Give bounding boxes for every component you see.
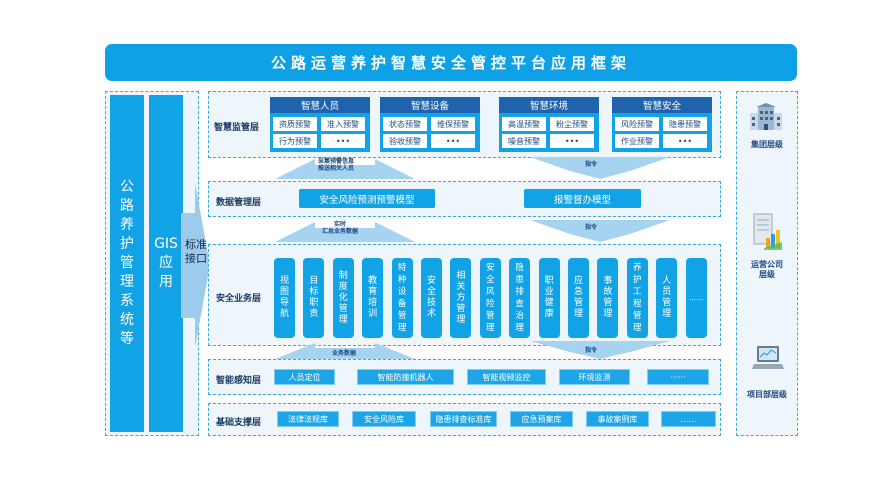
perception-item[interactable]: ······ <box>647 369 709 385</box>
data-layer-label: 数据管理层 <box>216 198 262 208</box>
right-column-frame <box>736 91 798 436</box>
business-layer-label: 安全业务层 <box>216 294 262 304</box>
business-module-label: …… <box>689 293 704 302</box>
support-library-item[interactable]: 法律法规库 <box>277 411 339 427</box>
arrow-down-3-label: 指令 <box>585 347 598 354</box>
monitor-group-title: 智慧设备 <box>380 97 480 113</box>
business-module-label: 相关方管理 <box>456 270 466 325</box>
arrow-up-3-label: 业务数据 <box>332 350 357 357</box>
business-module-card[interactable]: 应急管理 <box>568 258 589 338</box>
perception-item[interactable]: 智能视频监控 <box>467 369 546 385</box>
business-module-label: 养护工程管理 <box>633 263 642 333</box>
business-module-card[interactable]: 安全风险管理 <box>479 258 501 338</box>
perception-item[interactable]: 环境监测 <box>559 369 630 385</box>
support-layer-label: 基础支撑层 <box>216 418 262 428</box>
standard-interface-arrow <box>181 183 210 348</box>
business-module-label: 安全风险管理 <box>486 263 495 333</box>
business-module-card[interactable]: 事故管理 <box>597 258 619 338</box>
business-module-card[interactable]: 安全技术 <box>421 258 442 338</box>
perception-item[interactable]: 智能防撞机器人 <box>357 369 454 385</box>
business-module-card[interactable]: 职业健康 <box>538 258 560 338</box>
support-library-item[interactable]: 事故案例库 <box>586 411 649 427</box>
maintenance-system-label: 公路养护管理系统等 <box>120 179 134 347</box>
business-module-label: 人员管理 <box>662 276 672 319</box>
monitor-alert-item[interactable]: ••• <box>321 134 365 148</box>
support-library-item[interactable]: …… <box>661 411 716 427</box>
monitor-alert-item[interactable]: 高温预警 <box>502 117 546 131</box>
monitor-group-title: 智慧人员 <box>270 97 370 113</box>
business-module-label: 隐患排查治理 <box>515 263 524 333</box>
business-module-card[interactable]: 制度化管理 <box>332 258 354 338</box>
group-building-icon <box>750 103 782 130</box>
company-report-icon <box>753 213 782 250</box>
alarm-model-button[interactable]: 报警督办模型 <box>524 189 641 208</box>
monitor-alert-item[interactable]: 行为预警 <box>273 134 317 148</box>
perception-item[interactable]: 人员定位 <box>274 369 335 385</box>
monitor-layer-label: 智慧监管层 <box>214 123 260 133</box>
arrow-down-1-label: 指令 <box>585 161 598 168</box>
monitor-alert-item[interactable]: 作业预警 <box>615 134 659 148</box>
business-module-card[interactable]: 目标职责 <box>303 258 325 338</box>
arrow-up-1-label: 采集预警信息推送相关人员 <box>318 158 355 172</box>
arrow-down-1 <box>530 157 670 179</box>
monitor-alert-item[interactable]: ••• <box>431 134 475 148</box>
business-module-card[interactable]: 隐患排查治理 <box>509 258 531 338</box>
monitor-alert-item[interactable]: 状态预警 <box>383 117 427 131</box>
business-module-label: 应急管理 <box>573 276 583 319</box>
monitor-alert-item[interactable]: 隐患预警 <box>663 117 707 131</box>
arrow-up-2-label: 实时汇总业务数据 <box>322 221 359 235</box>
business-module-card[interactable]: 相关方管理 <box>450 258 472 338</box>
arrow-up-2 <box>275 222 415 242</box>
business-module-label: 目标职责 <box>309 276 319 319</box>
monitor-alert-item[interactable]: 准入预警 <box>321 117 365 131</box>
business-module-label: 特种设备管理 <box>397 263 407 333</box>
business-module-label: 视图导航 <box>279 276 289 319</box>
business-module-card[interactable]: 养护工程管理 <box>626 258 648 338</box>
company-level-label: 运营公司层级 <box>751 260 783 279</box>
arrow-down-2-label: 指令 <box>585 224 598 231</box>
monitor-group-title: 智慧安全 <box>612 97 712 113</box>
monitor-alert-item[interactable]: 风险预警 <box>615 117 659 131</box>
maintenance-system-block: 公路养护管理系统等 <box>110 95 144 432</box>
standard-interface-label: 标准接口 <box>185 238 207 265</box>
business-module-card[interactable]: 视图导航 <box>274 258 295 338</box>
data-layer-frame <box>208 181 721 217</box>
business-module-label: 安全技术 <box>426 276 436 319</box>
monitor-alert-item[interactable]: 验收预警 <box>383 134 427 148</box>
monitor-group-title: 智慧环境 <box>499 97 599 113</box>
business-module-label: 职业健康 <box>544 276 554 319</box>
monitor-alert-item[interactable]: ••• <box>663 134 707 148</box>
monitor-alert-item[interactable]: ••• <box>550 134 594 148</box>
arrow-down-2 <box>530 220 670 242</box>
business-module-card[interactable]: 人员管理 <box>656 258 678 338</box>
arrow-up-1 <box>275 159 415 179</box>
project-level-label: 项目部层级 <box>747 390 787 399</box>
monitor-alert-item[interactable]: 维保预警 <box>431 117 475 131</box>
business-module-label: 制度化管理 <box>338 270 348 325</box>
perception-layer-label: 智能感知层 <box>216 376 262 386</box>
group-level-label: 集团层级 <box>751 140 783 149</box>
business-module-card[interactable]: 教育培训 <box>362 258 384 338</box>
business-module-label: 教育培训 <box>368 276 378 319</box>
monitor-alert-item[interactable]: 资质预警 <box>273 117 317 131</box>
arrow-up-3 <box>275 343 415 359</box>
support-library-item[interactable]: 隐患排查标准库 <box>430 411 497 427</box>
business-module-card[interactable]: 特种设备管理 <box>391 258 413 338</box>
monitor-alert-item[interactable]: 噪音预警 <box>502 134 546 148</box>
business-module-label: 事故管理 <box>603 276 613 319</box>
support-library-item[interactable]: 应急预案库 <box>510 411 573 427</box>
platform-title: 公路运营养护智慧安全管控平台应用框架 <box>105 44 797 81</box>
risk-model-button[interactable]: 安全风险预测预警模型 <box>299 189 435 208</box>
business-module-card[interactable]: …… <box>685 258 707 338</box>
monitor-alert-item[interactable]: 粉尘预警 <box>550 117 594 131</box>
arrow-down-3 <box>530 341 670 359</box>
support-library-item[interactable]: 安全风险库 <box>352 411 416 427</box>
project-laptop-icon <box>752 346 784 369</box>
